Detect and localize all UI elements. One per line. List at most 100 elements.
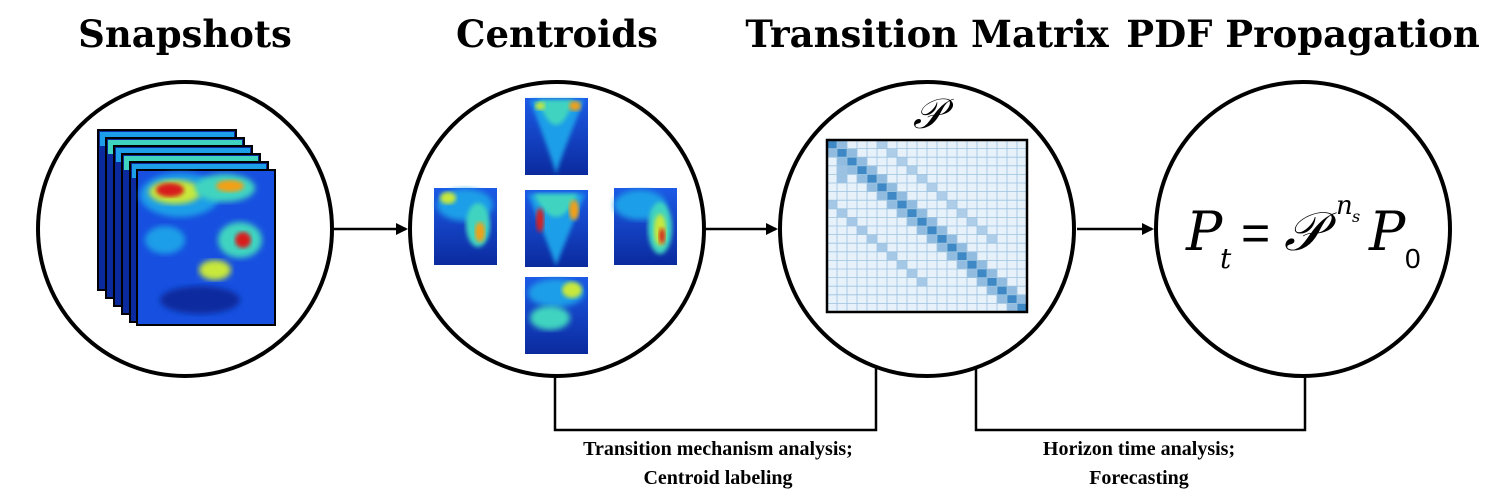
matrix-cell [907,165,917,175]
matrix-cell [937,226,947,235]
annotation-left-line2: Centroid labeling [643,467,792,489]
matrix-cell [847,165,857,175]
matrix-cell [927,183,937,192]
matrix-cell [1007,286,1017,295]
equation-lhs-subscript: t [1220,242,1232,275]
equation-rhs: P [1368,200,1407,263]
matrix-cell [897,157,907,166]
bracket-matrix-pdf [974,368,1307,432]
matrix-cell [837,140,847,149]
matrix-cell [887,200,897,209]
matrix-cell [827,148,837,158]
snapshot-frame-front [136,169,276,326]
centroid-thumbnail-center [525,190,588,267]
centroid-thumbnail-right [614,188,677,265]
matrix-cell [1017,303,1027,312]
matrix-cell [867,234,877,244]
matrix-cell [887,148,897,158]
matrix-cell [897,208,907,218]
matrix-cell [967,251,977,261]
matrix-cell [847,217,857,226]
centroid-thumbnail-left [434,188,497,265]
matrix-cell [867,183,877,192]
matrix-cell [997,277,1007,287]
stage-title-centroids: Centroids [456,12,658,56]
matrix-cell [907,200,917,209]
centroid-thumbnail-top [525,98,588,175]
matrix-cell [937,243,947,252]
matrix-cell [827,200,837,209]
matrix-cell [857,165,867,175]
bracket-centroids-matrix [553,368,878,432]
snapshot-stack [97,129,276,326]
matrix-cell [957,208,967,218]
matrix-cell [967,260,977,269]
matrix-cell [977,260,987,269]
matrix-cell [887,183,897,192]
matrix-cell [917,277,927,287]
matrix-cell [1007,294,1017,304]
matrix-cell [977,269,987,278]
matrix-cell [877,243,887,252]
matrix-border [825,138,1029,314]
matrix-cell [987,286,997,295]
matrix-cell [977,226,987,235]
matrix-cell [837,174,847,183]
matrix-cell [837,165,847,175]
matrix-cell [877,183,887,192]
matrix-cell [957,251,967,261]
matrix-cell [897,200,907,209]
matrix-cell [867,165,877,175]
matrix-cell [987,277,997,287]
matrix-cell [947,200,957,209]
matrix-cell [957,243,967,252]
equation-exponent: n [1336,191,1353,221]
matrix-cell [887,251,897,261]
matrix-cell [907,269,917,278]
matrix-cell [927,217,937,226]
matrix-cell [877,191,887,201]
stage-title-pdf-propagation: PDF Propagation [1126,12,1480,56]
matrix-cell [977,277,987,287]
transition-matrix-grid [825,138,1029,314]
matrix-cell [857,157,867,166]
matrix-cell [897,260,907,269]
equation-rhs-subscript: 0 [1405,243,1421,274]
matrix-cell [907,208,917,218]
matrix-cell [837,208,847,218]
matrix-cell [917,217,927,226]
matrix-cell [957,260,967,269]
matrix-cell [847,157,857,166]
matrix-cell [987,234,997,244]
matrix-cell [847,148,857,158]
stage-title-snapshots: Snapshots [78,12,292,56]
matrix-cell [967,217,977,226]
annotation-left-line1: Transition mechanism analysis; [583,438,853,460]
matrix-cell [937,234,947,244]
equation-lhs: P [1185,200,1224,263]
stage-title-transition-matrix: Transition Matrix [745,12,1109,56]
matrix-cell [917,174,927,183]
matrix-cell [857,226,867,235]
matrix-cell [827,140,837,149]
matrix-cell [877,140,887,149]
matrix-cell [837,148,847,158]
matrix-cell [997,294,1007,304]
annotation-right-line2: Forecasting [1089,467,1189,489]
matrix-cell [907,217,917,226]
matrix-cell [917,208,927,218]
matrix-cell [837,157,847,166]
pdf-propagation-circle [1154,80,1452,378]
matrix-cell [937,191,947,201]
matrix-cell [867,174,877,183]
matrix-cell [857,174,867,183]
matrix-cell [877,174,887,183]
matrix-cell [947,234,957,244]
matrix-cell [1017,294,1027,304]
annotation-right-line1: Horizon time analysis; [1043,438,1235,460]
matrix-cell [947,251,957,261]
matrix-cell [917,226,927,235]
matrix-cell [967,269,977,278]
pdf-propagation-equation: P t = 𝒫 n s P 0 [1185,191,1421,275]
